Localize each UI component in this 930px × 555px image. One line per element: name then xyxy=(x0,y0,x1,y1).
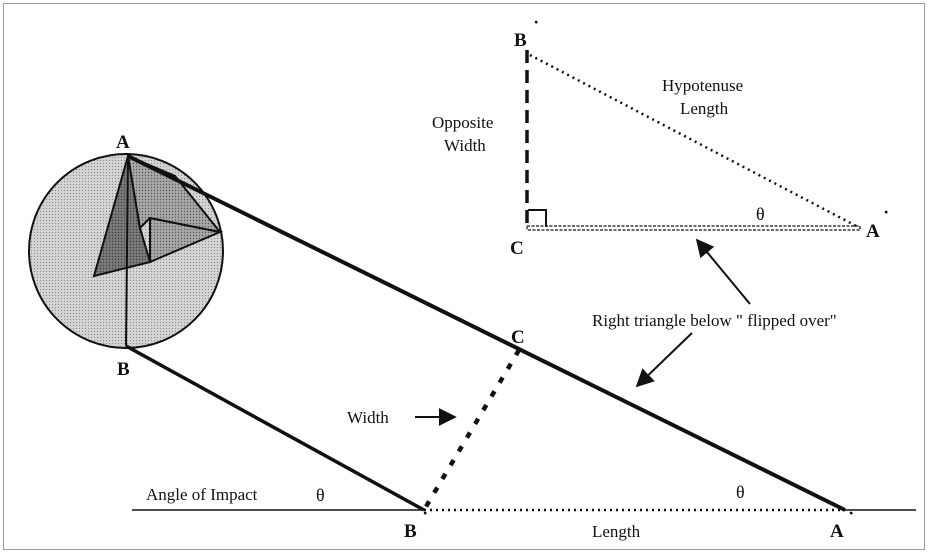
arrow-to-upper-triangle xyxy=(695,238,751,305)
vertex-c-upper: C xyxy=(510,238,524,259)
adjacent-side-double-line xyxy=(526,225,861,231)
vertex-b-prime-lower: B xyxy=(404,521,417,542)
vertex-c-lower: C xyxy=(511,327,525,348)
right-angle-marker xyxy=(528,209,547,227)
opposite-width-label: Width xyxy=(444,136,486,155)
prime-mark: ˙ xyxy=(533,18,539,39)
theta-upper: θ xyxy=(756,204,765,224)
vertex-a: A xyxy=(116,132,130,153)
prime-mark: ˙ xyxy=(422,509,428,530)
width-label: Width xyxy=(347,408,389,427)
vertex-b: B xyxy=(117,359,130,380)
upper-trajectory-line xyxy=(127,154,846,512)
prime-mark: ˙ xyxy=(848,509,854,530)
hypotenuse-length-label: Length xyxy=(680,99,729,118)
hypotenuse-dotted xyxy=(529,53,861,230)
angle-of-impact-label: Angle of Impact xyxy=(146,485,258,504)
prime-mark: ˙ xyxy=(883,208,889,229)
length-label: Length xyxy=(592,522,641,541)
theta-right: θ xyxy=(736,482,745,502)
vertex-b-prime-upper: B xyxy=(514,30,527,51)
flipped-over-label: Right triangle below " flipped over" xyxy=(592,311,837,330)
vertex-a-prime-lower: A xyxy=(830,521,844,542)
hypotenuse-label: Hypotenuse xyxy=(662,76,743,95)
arrow-to-lower-triangle xyxy=(635,332,693,388)
sphere-axis xyxy=(125,155,129,347)
theta-left: θ xyxy=(316,485,325,505)
vertex-a-prime-upper: A xyxy=(866,221,880,242)
wedge-top-face xyxy=(126,154,223,234)
opposite-label: Opposite xyxy=(432,113,493,132)
width-dotted-line xyxy=(422,348,521,512)
lower-trajectory-line xyxy=(125,344,425,512)
